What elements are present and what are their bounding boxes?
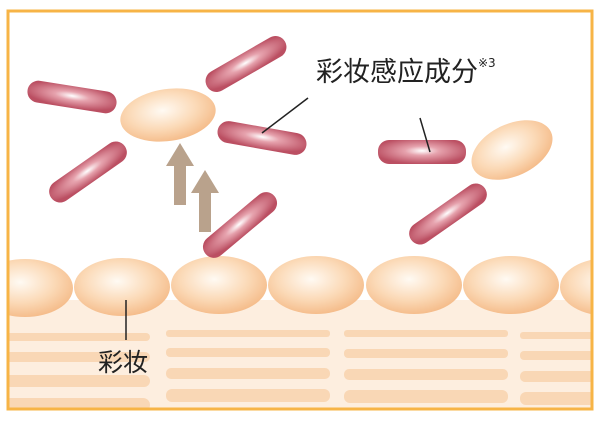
leader-lines: [125, 97, 431, 340]
ingredient-rods: [27, 36, 487, 258]
makeup-particle: [471, 120, 553, 180]
ingredient-label: 彩妆感应成分※3: [316, 50, 496, 89]
makeup-particle: [120, 88, 216, 142]
makeup-label: 彩妆: [98, 348, 149, 377]
ingredient-label-text: 彩妆感应成分: [316, 57, 478, 88]
skin-cells: [8, 256, 592, 317]
up-arrow-icon: [166, 143, 219, 232]
frame-border: [6, 9, 594, 411]
footnote-mark: ※3: [478, 56, 496, 70]
skin-stripes: [8, 330, 592, 409]
